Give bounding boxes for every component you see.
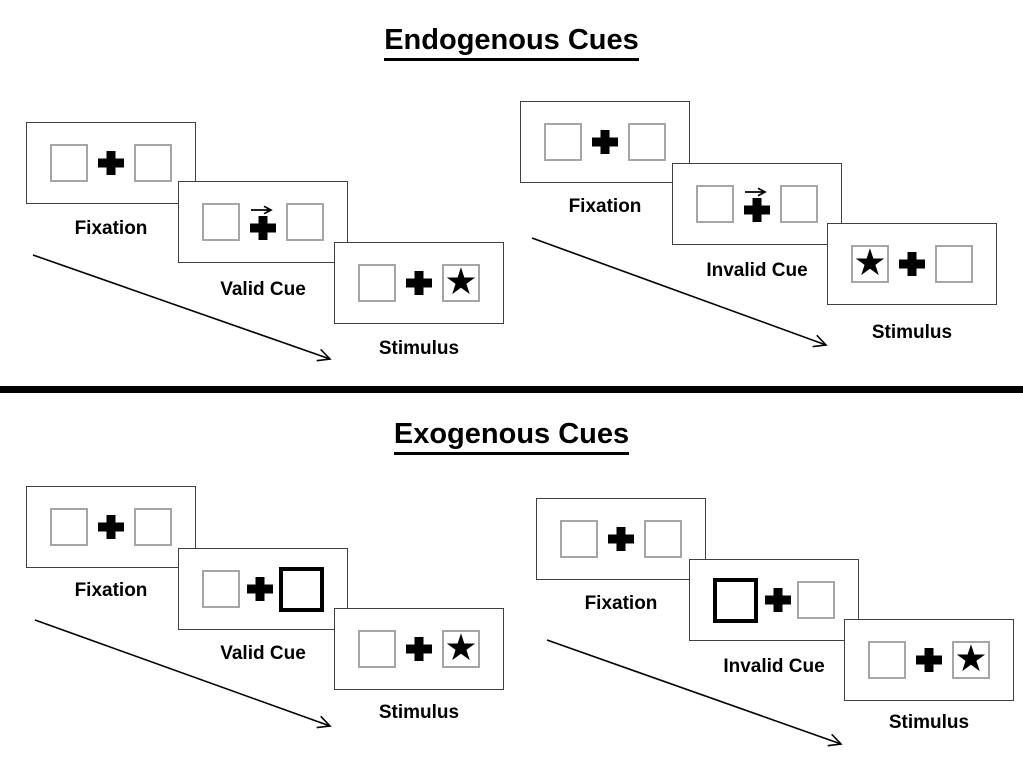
left-placeholder-box [50,508,88,546]
right-placeholder-box [628,123,666,161]
right-placeholder-box [286,203,324,241]
panel-label: Stimulus [871,322,953,343]
sequence-arrow-endogenous-valid [32,254,332,362]
left-highlighted-cue-box [713,577,758,623]
fixation-cross-icon [406,271,432,295]
endogenous-invalid-fixation-panel [520,101,690,183]
exogenous-valid-cue-panel [178,548,348,630]
fixation-cross-icon [592,130,618,154]
endogenous-invalid-stimulus-panel: ★ [827,223,997,305]
right-highlighted-cue-box [279,566,324,612]
panel-label: Valid Cue [220,279,306,300]
right-target-box: ★ [442,260,480,303]
left-target-box: ★ [851,241,889,284]
panel-label: Invalid Cue [723,656,825,677]
right-placeholder-box [797,581,835,619]
exogenous-section-title: Exogenous Cues [0,418,1023,455]
panel-label: Stimulus [378,702,460,723]
right-placeholder-box [644,520,682,558]
left-placeholder-box [544,123,582,161]
right-target-box: ★ [952,637,990,680]
endogenous-valid-cue-panel [178,181,348,263]
panel-label: Stimulus [888,712,970,733]
exogenous-invalid-stimulus-panel: ★ [844,619,1014,701]
exogenous-invalid-cue-panel [689,559,859,641]
panel-label: Fixation [74,218,148,239]
left-placeholder-box [696,185,734,223]
left-placeholder-box [868,641,906,679]
panel-label: Stimulus [378,338,460,359]
endogenous-section-title: Endogenous Cues [0,24,1023,61]
left-placeholder-box [202,203,240,241]
right-arrow-cue-icon [251,204,273,215]
right-placeholder-box [780,185,818,223]
star-stimulus-icon: ★ [853,241,887,284]
star-stimulus-icon: ★ [444,260,478,303]
fixation-cross-icon [916,648,942,672]
endogenous-invalid-cue-panel [672,163,842,245]
endogenous-valid-stimulus-panel: ★ [334,242,504,324]
fixation-cross-icon [899,252,925,276]
panel-label: Invalid Cue [706,260,808,281]
panel-label: Fixation [74,580,148,601]
panel-label: Fixation [568,196,642,217]
sequence-arrow-endogenous-invalid [531,237,828,348]
exogenous-valid-fixation-panel [26,486,196,568]
left-placeholder-box [358,264,396,302]
left-placeholder-box [50,144,88,182]
fixation-cross-icon [247,577,273,601]
endogenous-valid-fixation-panel [26,122,196,204]
right-placeholder-box [935,245,973,283]
sequence-arrow-exogenous-valid [34,619,332,729]
left-placeholder-box [202,570,240,608]
fixation-cross-icon [608,527,634,551]
fixation-cross-icon [98,515,124,539]
panel-label: Valid Cue [220,643,306,664]
fixation-cross-icon [406,637,432,661]
right-placeholder-box [134,144,172,182]
fixation-cross-icon [744,198,770,222]
star-stimulus-icon: ★ [954,637,988,680]
fixation-cross-icon [98,151,124,175]
fixation-cross-icon [250,216,276,240]
left-placeholder-box [358,630,396,668]
right-placeholder-box [134,508,172,546]
right-target-box: ★ [442,626,480,669]
star-stimulus-icon: ★ [444,626,478,669]
right-arrow-cue-icon [745,186,767,197]
exogenous-invalid-fixation-panel [536,498,706,580]
section-divider-line [0,386,1023,393]
fixation-cross-icon [765,588,791,612]
left-placeholder-box [560,520,598,558]
exogenous-valid-stimulus-panel: ★ [334,608,504,690]
panel-label: Fixation [584,593,658,614]
